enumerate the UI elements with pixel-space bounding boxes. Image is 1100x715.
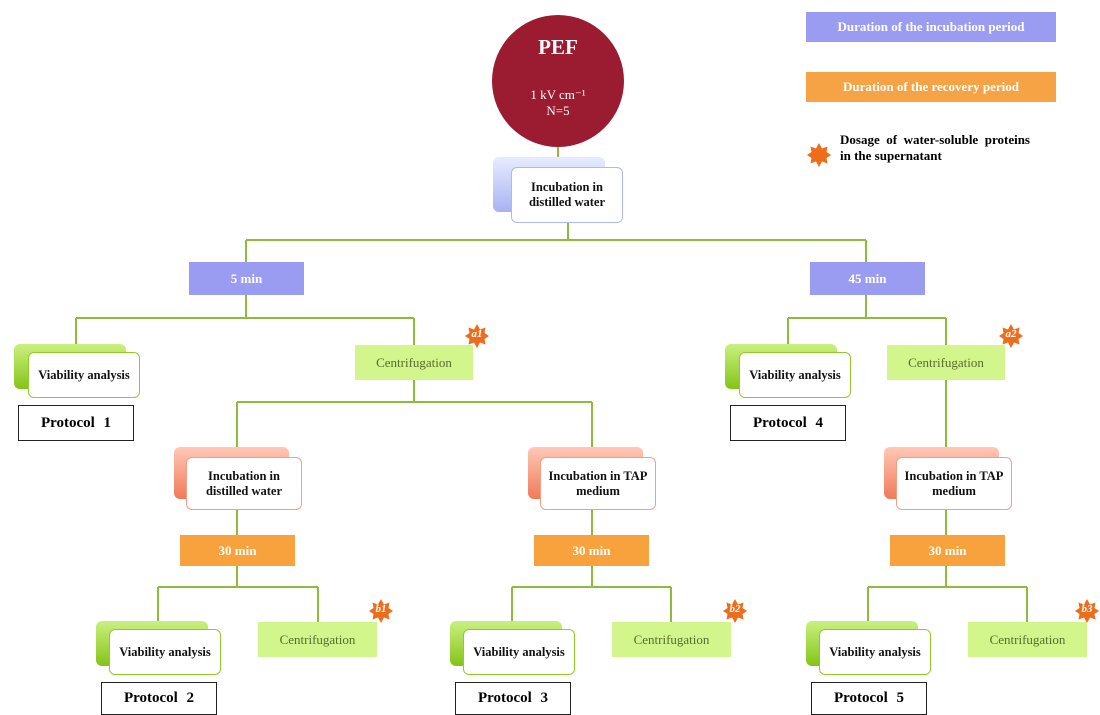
centrifugation-b2: Centrifugation — [612, 622, 731, 657]
incubation-left-card: Incubation in distilled water — [186, 457, 302, 510]
badge-b1-star-icon: b1 — [368, 598, 394, 624]
viability-p3-card: Viability analysis — [463, 629, 575, 675]
protocol-3-label: Protocol 3 — [455, 682, 571, 715]
incubation-right-card: Incubation in TAP medium — [896, 457, 1012, 510]
viability-p4-card: Viability analysis — [739, 352, 851, 398]
badge-a2-label: a2 — [1005, 328, 1017, 340]
badge-b1-label: b1 — [375, 603, 387, 615]
viability-p1-card: Viability analysis — [28, 352, 140, 398]
badge-b3-star-icon: b3 — [1074, 598, 1100, 624]
duration-30min-right: 30 min — [890, 535, 1005, 566]
centrifugation-a2: Centrifugation — [887, 345, 1005, 380]
legend-dosage-star-icon — [806, 142, 832, 168]
pef-field-strength: 1 kV cm⁻¹ — [530, 87, 586, 102]
protocol-1-label: Protocol 1 — [18, 405, 134, 441]
centrifugation-b1: Centrifugation — [258, 622, 377, 657]
pef-node: PEF 1 kV cm⁻¹ N=5 — [492, 15, 624, 147]
legend-recovery-period: Duration of the recovery period — [806, 72, 1056, 102]
badge-b2-label: b2 — [729, 603, 741, 615]
duration-45min: 45 min — [810, 262, 925, 295]
centrifugation-a1: Centrifugation — [355, 345, 473, 380]
legend-dosage-text: Dosage of water-soluble proteins in the … — [840, 132, 1030, 163]
viability-p5-card: Viability analysis — [819, 629, 931, 675]
pef-title: PEF — [538, 35, 578, 59]
top-incubation-card: Incubation in distilled water — [511, 167, 623, 223]
incubation-mid-card: Incubation in TAP medium — [540, 457, 656, 510]
protocol-4-label: Protocol 4 — [730, 405, 846, 441]
protocol-2-label: Protocol 2 — [101, 682, 217, 715]
badge-a1-star-icon: a1 — [464, 323, 490, 349]
legend-incubation-period: Duration of the incubation period — [806, 12, 1056, 42]
centrifugation-b3: Centrifugation — [968, 622, 1087, 657]
protocol-5-label: Protocol 5 — [811, 682, 927, 715]
badge-a2-star-icon: a2 — [998, 323, 1024, 349]
badge-a1-label: a1 — [471, 328, 483, 340]
pef-pulse-count: N=5 — [546, 103, 570, 118]
duration-30min-mid: 30 min — [534, 535, 649, 566]
badge-b2-star-icon: b2 — [722, 598, 748, 624]
badge-b3-label: b3 — [1081, 603, 1093, 615]
duration-5min: 5 min — [189, 262, 304, 295]
viability-p2-card: Viability analysis — [109, 629, 221, 675]
duration-30min-left: 30 min — [180, 535, 295, 566]
